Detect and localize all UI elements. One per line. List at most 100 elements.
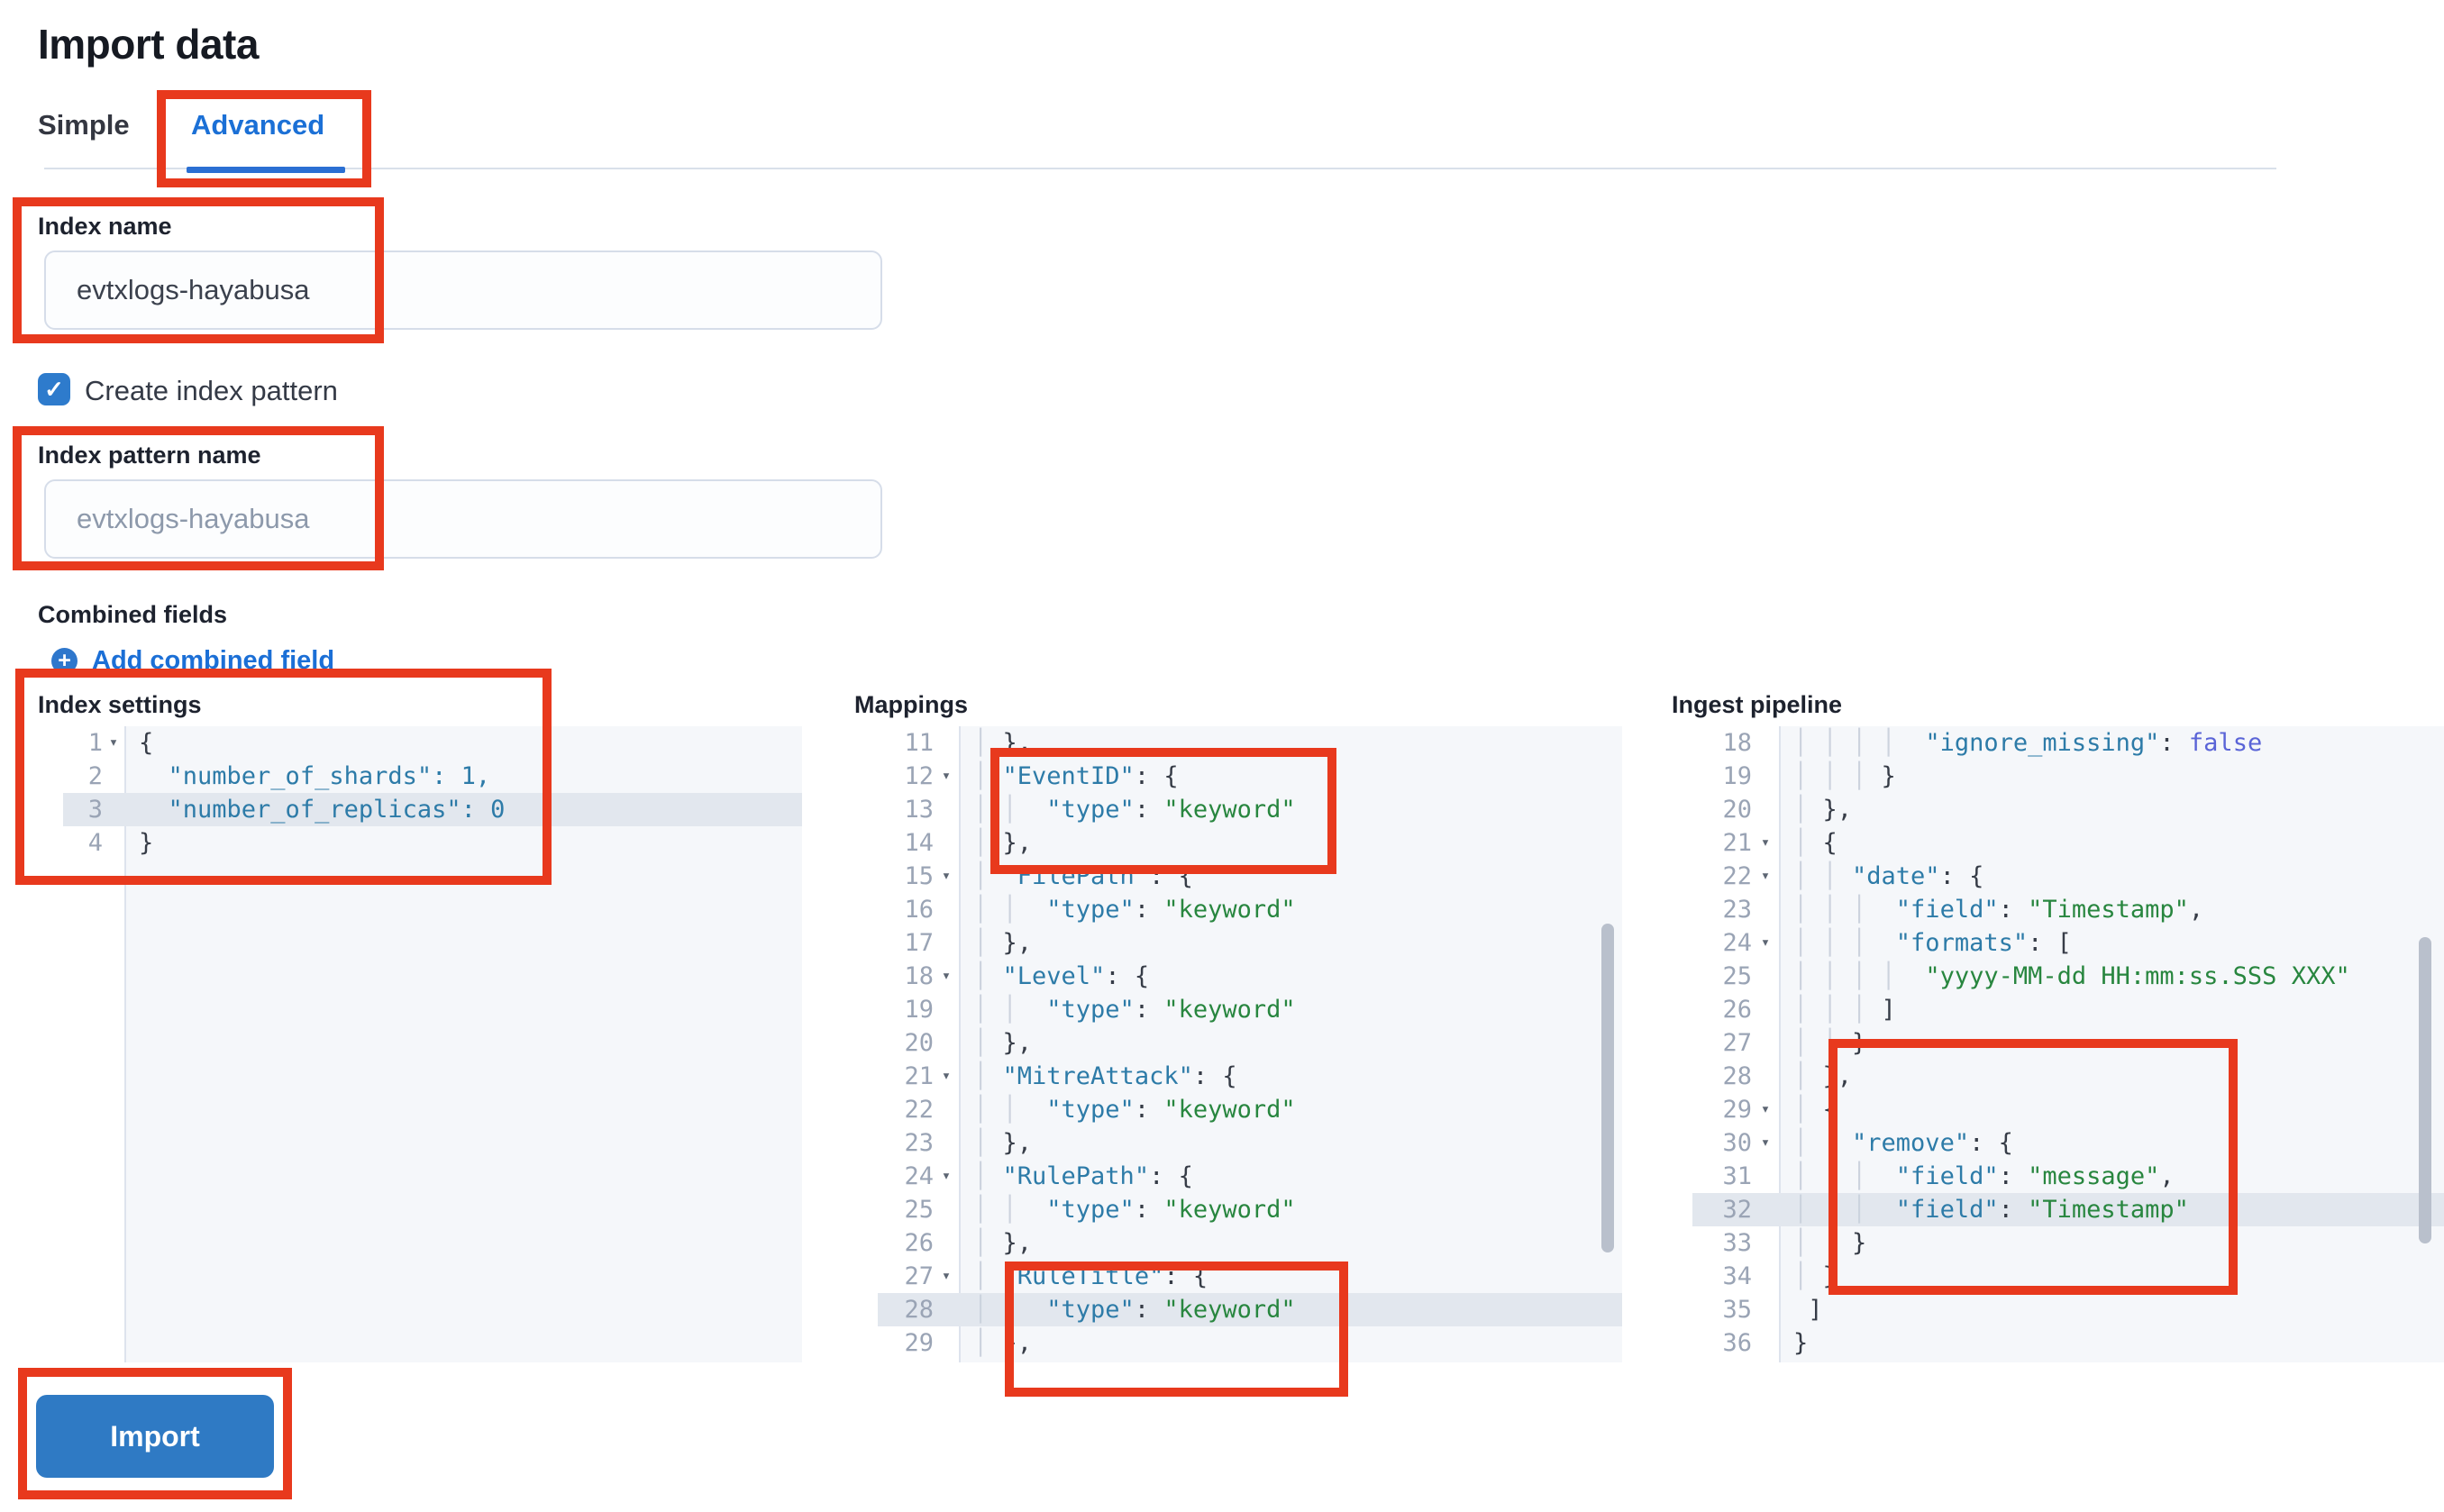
code-text: │ "FilePath": { (973, 862, 1193, 890)
mappings-label: Mappings (854, 691, 968, 718)
code-line[interactable]: 27 │ │ } (1692, 1026, 2444, 1060)
code-line[interactable]: 20│ }, (878, 1026, 1622, 1060)
code-line[interactable]: 24▾│ │ │ "formats": [ (1692, 926, 2444, 960)
fold-arrow-icon[interactable]: ▾ (1760, 1134, 1771, 1152)
code-line[interactable]: 36} (1692, 1326, 2444, 1360)
code-line[interactable]: 26│ }, (878, 1226, 1622, 1260)
code-line[interactable]: 22│ │ "type": "keyword" (878, 1093, 1622, 1126)
fold-spacer (1752, 726, 1779, 760)
fold-spacer (934, 1026, 959, 1060)
tab-advanced[interactable]: Advanced (191, 109, 325, 141)
index-pattern-name-label: Index pattern name (38, 442, 261, 469)
code-line[interactable]: 4} (63, 826, 802, 860)
line-number: 27 (1722, 1029, 1752, 1057)
code-line[interactable]: 14│ }, (878, 826, 1622, 860)
check-icon: ✓ (44, 375, 64, 403)
code-text: │ }, (973, 829, 1033, 857)
code-line[interactable]: 24▾│ "RulePath": { (878, 1160, 1622, 1193)
code-line[interactable]: 20│ }, (1692, 793, 2444, 826)
code-line[interactable]: 16│ │ "type": "keyword" (878, 893, 1622, 926)
line-number: 34 (1722, 1262, 1752, 1290)
code-line[interactable]: 19│ │ "type": "keyword" (878, 993, 1622, 1026)
code-line[interactable]: 27▾│ "RuleTitle": { (878, 1260, 1622, 1293)
code-line[interactable]: 21▾│ { (1692, 826, 2444, 860)
code-line[interactable]: 28│ }, (1692, 1060, 2444, 1093)
fold-arrow-icon[interactable]: ▾ (941, 767, 952, 785)
code-line[interactable]: 31│ │ │ "field": "message", (1692, 1160, 2444, 1193)
code-text: │ │ "type": "keyword" (973, 796, 1296, 824)
code-text: │ "MitreAttack": { (973, 1062, 1237, 1090)
code-text: │ │ } (1793, 1029, 1867, 1057)
code-line[interactable]: 32│ │ │ "field": "Timestamp" (1692, 1193, 2444, 1226)
code-line[interactable]: 23│ }, (878, 1126, 1622, 1160)
fold-spacer (934, 1293, 959, 1326)
code-line[interactable]: 30▾│ │ "remove": { (1692, 1126, 2444, 1160)
code-line[interactable]: 3 "number_of_replicas": 0 (63, 793, 802, 826)
index-pattern-name-input[interactable] (44, 479, 882, 559)
fold-arrow-icon[interactable]: ▾ (108, 733, 119, 751)
code-line[interactable]: 18▾│ "Level": { (878, 960, 1622, 993)
line-number: 18 (904, 962, 934, 990)
add-combined-field-label: Add combined field (92, 646, 335, 675)
code-line[interactable]: 33│ │ } (1692, 1226, 2444, 1260)
code-line[interactable]: 18│ │ │ │ "ignore_missing": false (1692, 726, 2444, 760)
fold-arrow-icon[interactable]: ▾ (941, 1167, 952, 1185)
fold-arrow-icon[interactable]: ▾ (1760, 833, 1771, 852)
code-line[interactable]: 15▾│ "FilePath": { (878, 860, 1622, 893)
tab-simple[interactable]: Simple (38, 109, 130, 141)
add-combined-field-button[interactable]: + Add combined field (51, 646, 334, 676)
fold-arrow-icon[interactable]: ▾ (941, 967, 952, 985)
code-line[interactable]: 26│ │ │ ] (1692, 993, 2444, 1026)
fold-arrow-icon[interactable]: ▾ (1760, 1100, 1771, 1118)
vertical-scrollbar-thumb[interactable] (2419, 937, 2431, 1243)
code-line[interactable]: 12▾│ "EventID": { (878, 760, 1622, 793)
line-number: 22 (904, 1096, 934, 1124)
code-text: │ │ │ "field": "message", (1793, 1162, 2175, 1190)
code-line[interactable]: 22▾│ │ "date": { (1692, 860, 2444, 893)
vertical-scrollbar-thumb[interactable] (1601, 924, 1614, 1252)
fold-spacer (1752, 1260, 1779, 1293)
code-line[interactable]: 13│ │ "type": "keyword" (878, 793, 1622, 826)
code-line[interactable]: 21▾│ "MitreAttack": { (878, 1060, 1622, 1093)
create-index-pattern-label: Create index pattern (85, 375, 338, 406)
code-line[interactable]: 29│ }, (878, 1326, 1622, 1360)
fold-arrow-icon[interactable]: ▾ (1760, 934, 1771, 952)
line-number: 29 (1722, 1096, 1752, 1124)
code-text: │ } (1793, 1262, 1838, 1290)
editor-code-background (959, 726, 1622, 1362)
code-text: │ │ │ "field": "Timestamp", (1793, 896, 2204, 924)
fold-spacer (934, 1126, 959, 1160)
code-line[interactable]: 23 │ │ │ "field": "Timestamp", (1692, 893, 2444, 926)
code-text: } (1793, 1329, 1809, 1357)
fold-arrow-icon[interactable]: ▾ (941, 1067, 952, 1085)
fold-spacer (1752, 1293, 1779, 1326)
code-line[interactable]: 17│ }, (878, 926, 1622, 960)
code-line[interactable]: 2 "number_of_shards": 1, (63, 760, 802, 793)
index-settings-editor[interactable]: 1▾{2 "number_of_shards": 1,3 "number_of_… (63, 726, 802, 1362)
fold-spacer (934, 826, 959, 860)
fold-spacer (1752, 1226, 1779, 1260)
fold-arrow-icon[interactable]: ▾ (941, 867, 952, 885)
import-button[interactable]: Import (36, 1395, 274, 1478)
line-number: 24 (1722, 929, 1752, 957)
fold-arrow-icon[interactable]: ▾ (941, 1267, 952, 1285)
code-line[interactable]: 11│ }, (878, 726, 1622, 760)
code-line[interactable]: 29▾│ { (1692, 1093, 2444, 1126)
code-line[interactable]: 28│ │ "type": "keyword" (878, 1293, 1622, 1326)
fold-arrow-icon[interactable]: ▾ (1760, 867, 1771, 885)
code-line[interactable]: 19│ │ │ } (1692, 760, 2444, 793)
mappings-editor[interactable]: 11│ },12▾│ "EventID": {13│ │ "type": "ke… (878, 726, 1622, 1362)
index-settings-label: Index settings (38, 691, 202, 718)
line-number: 24 (904, 1162, 934, 1190)
code-line[interactable]: 1▾{ (63, 726, 802, 760)
code-line[interactable]: 35 ] (1692, 1293, 2444, 1326)
code-line[interactable]: 25│ │ "type": "keyword" (878, 1193, 1622, 1226)
create-index-pattern-checkbox[interactable]: ✓ (38, 373, 70, 405)
code-text: │ │ } (1793, 1229, 1867, 1257)
fold-spacer (103, 826, 124, 860)
index-name-input[interactable] (44, 250, 882, 330)
code-line[interactable]: 25│ │ │ │ "yyyy-MM-dd HH:mm:ss.SSS XXX" (1692, 960, 2444, 993)
code-line[interactable]: 34 │ } (1692, 1260, 2444, 1293)
line-number: 23 (1722, 896, 1752, 924)
